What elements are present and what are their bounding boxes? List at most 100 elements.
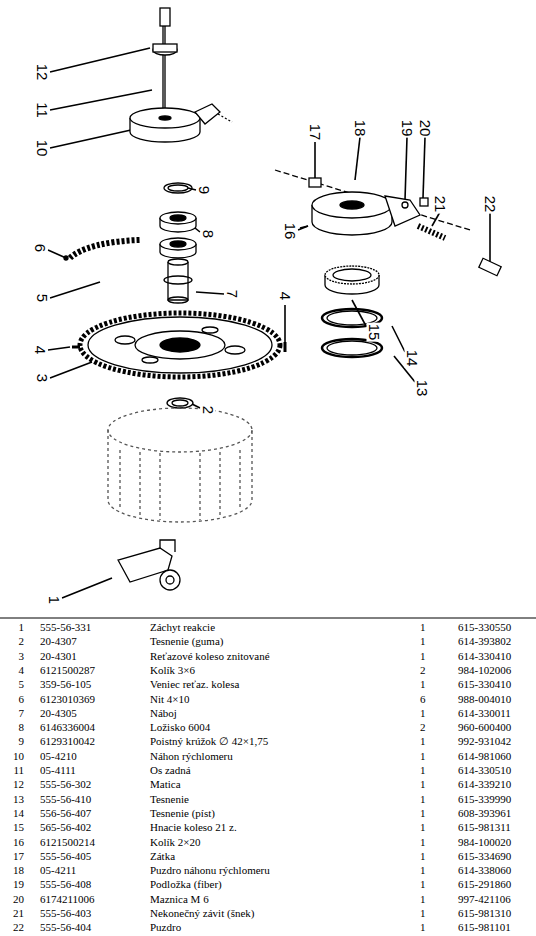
table-cell: 988-004010 bbox=[458, 694, 511, 705]
callout-number: 18 bbox=[353, 119, 368, 138]
table-cell: 3 bbox=[19, 651, 25, 662]
table-cell: 6121500287 bbox=[40, 665, 95, 676]
table-cell: 555-56-404 bbox=[40, 922, 91, 933]
table-cell: 5 bbox=[19, 679, 25, 690]
table-cell: 18 bbox=[13, 865, 24, 876]
table-cell: 1 bbox=[420, 679, 426, 690]
table-cell: 22 bbox=[13, 922, 24, 933]
table-cell: 19 bbox=[13, 879, 24, 890]
table-cell: 1 bbox=[420, 908, 426, 919]
table-cell: 1 bbox=[420, 808, 426, 819]
table-cell: 555-56-331 bbox=[40, 622, 91, 633]
table-cell: 1 bbox=[420, 736, 426, 747]
table-cell: 20-4307 bbox=[40, 636, 77, 647]
table-cell: 11 bbox=[13, 765, 24, 776]
table-cell: 13 bbox=[13, 794, 24, 805]
table-cell: 555-56-410 bbox=[40, 794, 91, 805]
callout-number: 1 bbox=[47, 595, 62, 605]
table-cell: Veniec reťaz. kolesa bbox=[150, 679, 239, 690]
callout-number: 4 bbox=[278, 291, 293, 301]
table-cell: 984-102006 bbox=[458, 665, 511, 676]
table-cell: 1 bbox=[420, 794, 426, 805]
table-cell: 1 bbox=[420, 708, 426, 719]
table-cell: 10 bbox=[13, 751, 24, 762]
table-cell: Puzdro bbox=[150, 922, 181, 933]
table-cell: 20-4305 bbox=[40, 708, 77, 719]
table-cell: 614-330011 bbox=[458, 708, 511, 719]
callout-number: 20 bbox=[418, 119, 433, 138]
table-cell: 2 bbox=[420, 722, 426, 733]
table-cell: Podložka (fiber) bbox=[150, 879, 222, 890]
table-cell: 960-600400 bbox=[458, 722, 511, 733]
table-cell: 615-291860 bbox=[458, 879, 511, 890]
table-cell: Ložisko 6004 bbox=[150, 722, 210, 733]
table-cell: 1 bbox=[420, 894, 426, 905]
table-cell: 05-4111 bbox=[40, 765, 76, 776]
table-cell: 1 bbox=[420, 622, 426, 633]
callout-number: 13 bbox=[415, 379, 430, 398]
table-cell: 359-56-105 bbox=[40, 679, 91, 690]
callout-number: 3 bbox=[35, 373, 50, 383]
table-cell: 1 bbox=[420, 879, 426, 890]
table-cell: 12 bbox=[13, 779, 24, 790]
table-cell: 1 bbox=[19, 622, 25, 633]
table-cell: 614-339210 bbox=[458, 779, 511, 790]
table-cell: 4 bbox=[19, 665, 25, 676]
table-cell: 7 bbox=[19, 708, 25, 719]
table-cell: 615-981311 bbox=[458, 822, 511, 833]
table-cell: 615-334690 bbox=[458, 851, 511, 862]
table-cell: 1 bbox=[420, 922, 426, 933]
table-cell: 614-330410 bbox=[458, 651, 511, 662]
table-cell: 2 bbox=[420, 665, 426, 676]
table-cell: Hnacie koleso 21 z. bbox=[150, 822, 237, 833]
table-cell: Náhon rýchlomeru bbox=[150, 751, 233, 762]
table-cell: 555-56-405 bbox=[40, 851, 91, 862]
table-cell: 17 bbox=[13, 851, 24, 862]
table-cell: Nekonečný závit (šnek) bbox=[150, 908, 254, 919]
table-cell: Matica bbox=[150, 779, 181, 790]
table-cell: Poistný krúžok ∅ 42×1,75 bbox=[150, 736, 268, 747]
callout-number: 16 bbox=[283, 222, 298, 241]
callout-number: 7 bbox=[225, 289, 240, 299]
table-cell: Nit 4×10 bbox=[150, 694, 190, 705]
table-cell: 1 bbox=[420, 822, 426, 833]
table-cell: 2 bbox=[19, 636, 25, 647]
table-cell: 6174211006 bbox=[40, 894, 95, 905]
table-cell: 555-56-302 bbox=[40, 779, 91, 790]
table-cell: 615-339990 bbox=[458, 794, 511, 805]
table-cell: 1 bbox=[420, 779, 426, 790]
table-cell: 608-393961 bbox=[458, 808, 511, 819]
table-cell: 615-981310 bbox=[458, 908, 511, 919]
table-cell: 15 bbox=[13, 822, 24, 833]
callout-number: 2 bbox=[201, 405, 216, 415]
table-cell: 05-4211 bbox=[40, 865, 76, 876]
table-cell: 556-56-407 bbox=[40, 808, 91, 819]
table-cell: 615-330550 bbox=[458, 622, 511, 633]
table-cell: 614-981060 bbox=[458, 751, 511, 762]
leader-lines bbox=[48, 48, 490, 598]
table-cell: 1 bbox=[420, 651, 426, 662]
table-cell: 1 bbox=[420, 837, 426, 848]
callout-number: 14 bbox=[405, 349, 420, 368]
table-cell: 6121500214 bbox=[40, 837, 95, 848]
table-cell: 614-393802 bbox=[458, 636, 511, 647]
table-cell: 1 bbox=[420, 765, 426, 776]
table-cell: 614-338060 bbox=[458, 865, 511, 876]
callout-number: 5 bbox=[35, 293, 50, 303]
table-cell: 05-4210 bbox=[40, 751, 77, 762]
table-cell: 16 bbox=[13, 837, 24, 848]
callout-number: 8 bbox=[201, 229, 216, 239]
table-cell: 992-931042 bbox=[458, 736, 511, 747]
table-cell: 615-981101 bbox=[458, 922, 511, 933]
table-cell: 6146336004 bbox=[40, 722, 95, 733]
callout-number: 9 bbox=[197, 185, 212, 195]
table-cell: Náboj bbox=[150, 708, 177, 719]
table-cell: Tesnenie (guma) bbox=[150, 636, 223, 647]
table-cell: 614-330510 bbox=[458, 765, 511, 776]
table-cell: Puzdro náhonu rýchlomeru bbox=[150, 865, 270, 876]
table-cell: 565-56-402 bbox=[40, 822, 91, 833]
callout-number: 4 bbox=[33, 345, 48, 355]
table-cell: 8 bbox=[19, 722, 25, 733]
table-cell: 1 bbox=[420, 851, 426, 862]
